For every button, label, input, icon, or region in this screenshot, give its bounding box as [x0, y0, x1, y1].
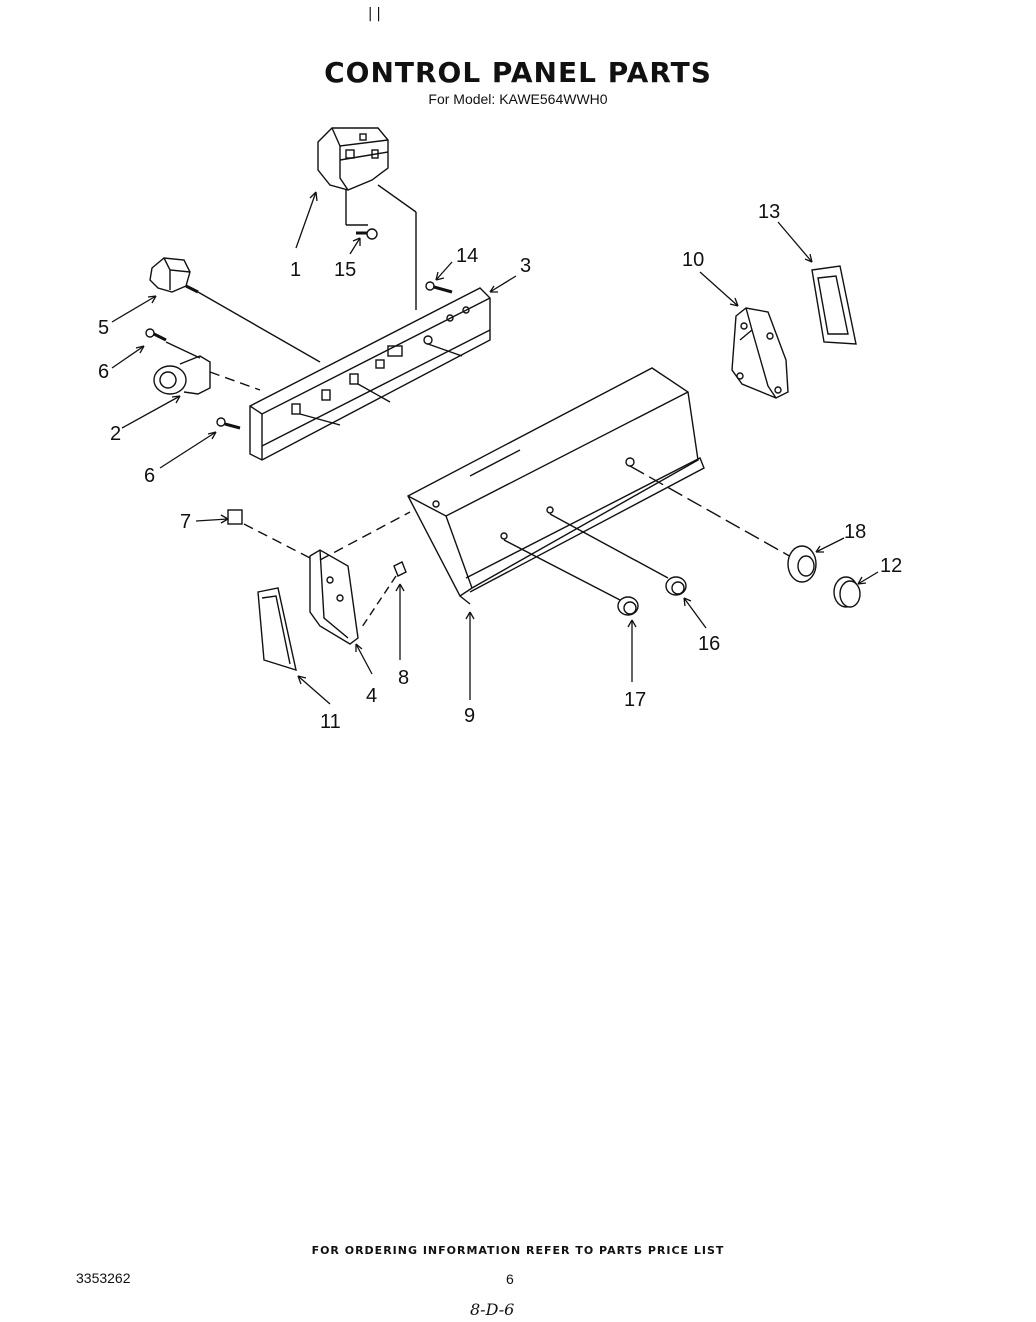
- callout-1: 1: [290, 259, 301, 281]
- timer-part: [317, 127, 417, 310]
- trim-left-part: [257, 587, 297, 672]
- callout-17: 17: [624, 689, 646, 711]
- callout-8: 8: [398, 667, 409, 689]
- control-panel-bracket-part: [249, 287, 491, 461]
- callout-2: 2: [110, 423, 121, 445]
- callout-12: 12: [880, 555, 902, 577]
- document-number: 3353262: [76, 1270, 131, 1286]
- handwritten-note: 8-D-6: [470, 1300, 515, 1319]
- callout-7: 7: [180, 511, 191, 533]
- callout-14: 14: [456, 245, 478, 267]
- callout-labels: 1 2 3 4 5 6 6 7 8 9 10 11 12 13 14 15 16…: [98, 201, 902, 733]
- end-cap-right-part: [731, 307, 789, 399]
- screw-15-part: [356, 228, 378, 240]
- callout-16: 16: [698, 633, 720, 655]
- callout-10: 10: [682, 249, 704, 271]
- page-number: 6: [506, 1271, 514, 1287]
- ordering-note: FOR ORDERING INFORMATION REFER TO PARTS …: [311, 1244, 725, 1257]
- control-panel-part: [407, 367, 801, 605]
- switch-part: [149, 257, 321, 363]
- pressure-switch-part: [153, 341, 261, 395]
- knob-12-part: [833, 576, 861, 608]
- model-subtitle: For Model: KAWE564WWH0: [428, 91, 608, 107]
- knob-16-part: [665, 576, 687, 596]
- screw-small-part: [359, 561, 407, 631]
- page-title: CONTROL PANEL PARTS: [324, 56, 712, 89]
- callout-13: 13: [758, 201, 780, 223]
- callout-15: 15: [334, 259, 356, 281]
- callout-11: 11: [320, 711, 341, 733]
- callout-6b: 6: [144, 465, 155, 487]
- callout-18: 18: [844, 521, 866, 543]
- knob-17-part: [617, 596, 639, 616]
- callout-5: 5: [98, 317, 109, 339]
- screw-lower-part: [216, 417, 241, 430]
- callout-3: 3: [520, 255, 531, 277]
- skirt-18-part: [787, 545, 817, 583]
- callout-9: 9: [464, 705, 475, 727]
- header-marks: ||: [366, 6, 383, 22]
- trim-right-part: [811, 265, 857, 345]
- clip-part: [227, 509, 311, 559]
- callout-6a: 6: [98, 361, 109, 383]
- callout-4: 4: [366, 685, 377, 707]
- end-cap-left-part: [309, 511, 411, 645]
- screw-14-part: [425, 281, 453, 294]
- screw-upper-part: [145, 328, 167, 342]
- leader-arrows: [111, 191, 879, 705]
